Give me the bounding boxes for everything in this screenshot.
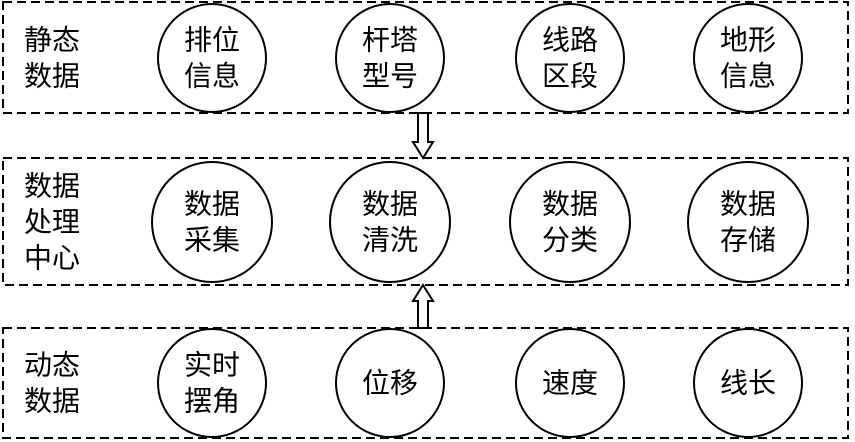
- layer-box-data-processing-center: [2, 157, 849, 286]
- layer-label-line: 处理: [24, 206, 80, 239]
- node-label-line: 数据: [542, 188, 598, 221]
- arrow-static-to-center: [411, 112, 435, 160]
- node-label-line: 数据: [362, 188, 418, 221]
- node-displacement: 位移: [335, 328, 445, 438]
- node-circle: [157, 328, 267, 438]
- node-label-line: 实时: [184, 349, 240, 382]
- node-circle: [335, 328, 445, 438]
- node-label-line: 速度: [542, 367, 598, 400]
- node-label-line: 杆塔: [362, 24, 418, 57]
- arrow-dynamic-to-center: [411, 283, 435, 329]
- node-label-line: 线路: [542, 24, 598, 57]
- node-circle: [157, 3, 267, 113]
- node-label-line: 数据: [720, 188, 776, 221]
- node-line-length: 线长: [693, 328, 803, 438]
- node-label-line: 信息: [720, 60, 776, 93]
- flow-arrows: [411, 112, 435, 329]
- node-circle: [509, 161, 631, 283]
- node-label-line: 线长: [720, 367, 776, 400]
- layer-label-line: 静态: [24, 24, 80, 57]
- layer-label-line: 数据: [24, 385, 80, 418]
- diagram-nodes: 静态数据排位信息杆塔型号线路区段地形信息数据处理中心数据采集数据清洗数据分类数据…: [24, 3, 809, 438]
- node-label-line: 排位: [184, 24, 240, 57]
- layer-label-line: 中心: [24, 242, 80, 275]
- node-label-line: 位移: [362, 367, 418, 400]
- node-circle: [151, 161, 273, 283]
- node-label-line: 分类: [542, 224, 598, 257]
- node-label-line: 地形: [720, 24, 776, 57]
- node-circle: [693, 3, 803, 113]
- node-circle: [693, 328, 803, 438]
- node-label-line: 存储: [720, 224, 776, 257]
- node-label-line: 信息: [184, 60, 240, 93]
- node-circle: [515, 328, 625, 438]
- node-circle: [515, 3, 625, 113]
- node-label-line: 区段: [542, 60, 598, 93]
- node-label-line: 摆角: [184, 385, 240, 418]
- node-label-line: 清洗: [362, 224, 418, 257]
- node-circle: [687, 161, 809, 283]
- layer-label-line: 数据: [24, 170, 80, 203]
- layer-label-line: 动态: [24, 349, 80, 382]
- node-label-line: 型号: [362, 60, 418, 93]
- node-label-line: 数据: [184, 188, 240, 221]
- node-speed: 速度: [515, 328, 625, 438]
- node-label-line: 采集: [184, 224, 240, 257]
- layer-label-line: 数据: [24, 60, 80, 93]
- node-circle: [335, 3, 445, 113]
- node-circle: [329, 161, 451, 283]
